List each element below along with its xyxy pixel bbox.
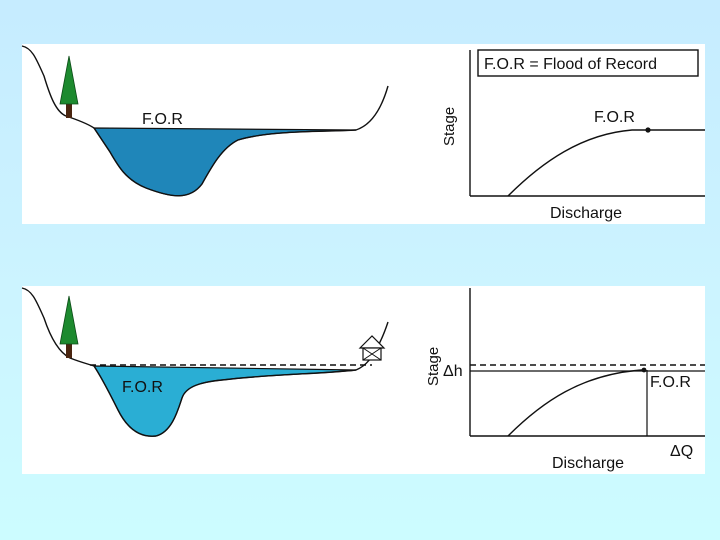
top-rating-curve xyxy=(507,129,705,197)
top-for-point xyxy=(645,127,651,133)
top-legend-box xyxy=(477,49,699,77)
bottom-tree-icon xyxy=(59,295,79,345)
bottom-x-axis-label: Discharge xyxy=(552,455,624,472)
top-channel-label: F.O.R xyxy=(142,111,183,128)
bottom-diagram: F.O.R Stage Δh Discharge ΔQ F.O.R xyxy=(21,287,705,472)
top-panel: F.O.R F.O.R = Flood of Record Stage Disc… xyxy=(21,44,705,224)
top-x-axis-label: Discharge xyxy=(550,205,622,222)
bottom-channel-label: F.O.R xyxy=(122,379,163,396)
bottom-rating-curve xyxy=(507,369,643,437)
bottom-y-axis-label: Stage xyxy=(425,347,442,386)
bottom-for-point xyxy=(641,367,647,373)
top-tree-trunk xyxy=(66,102,72,118)
top-legend-text: F.O.R = Flood of Record xyxy=(484,56,657,73)
bottom-delta-h-label: Δh xyxy=(443,363,463,380)
bottom-tree-trunk xyxy=(66,342,72,358)
bottom-delta-q-label: ΔQ xyxy=(670,443,693,460)
top-channel-water xyxy=(92,127,357,197)
house-icon xyxy=(358,335,386,361)
bottom-channel-water xyxy=(92,365,357,437)
top-tree-icon xyxy=(59,55,79,105)
top-diagram: F.O.R F.O.R = Flood of Record Stage Disc… xyxy=(21,45,705,222)
top-point-label: F.O.R xyxy=(594,109,635,126)
top-ground-profile xyxy=(21,45,389,197)
bottom-panel: F.O.R Stage Δh Discharge ΔQ F.O.R xyxy=(21,286,705,474)
top-y-axis-label: Stage xyxy=(441,107,458,146)
bottom-ground-profile xyxy=(21,287,389,437)
bottom-point-label: F.O.R xyxy=(650,374,691,391)
